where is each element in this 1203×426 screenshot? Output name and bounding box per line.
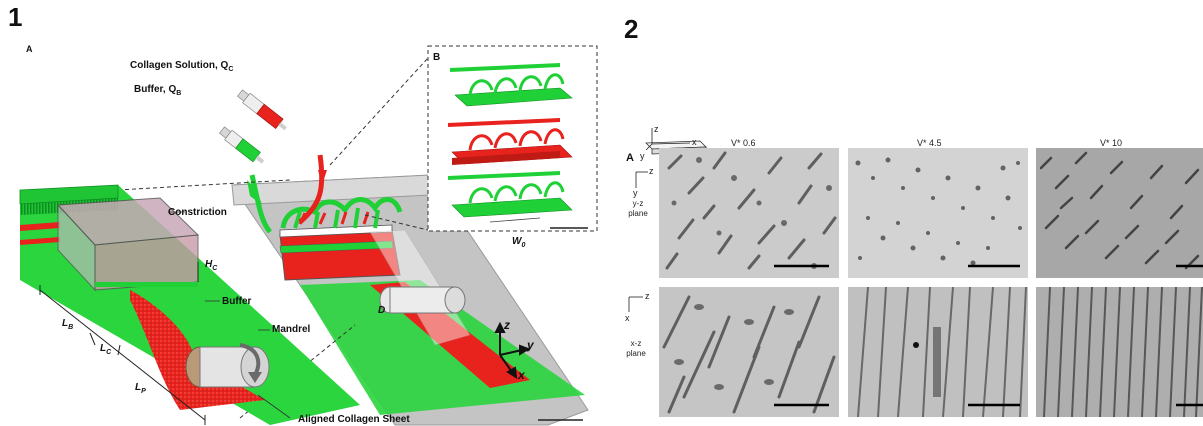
column-label-v06: V* 0.6: [731, 138, 756, 148]
buffer-label: Buffer: [222, 296, 252, 307]
zoom-line-top: [117, 179, 291, 191]
fig1-subpanel-a: A: [26, 44, 33, 54]
axis-x-label: x: [518, 368, 525, 382]
d-label: D: [378, 305, 386, 316]
hc-subscript: C: [212, 265, 218, 272]
row1-axis-y: y: [633, 188, 638, 198]
lb-subscript: B: [68, 324, 74, 331]
leader-lines: [168, 211, 291, 419]
lc-text: L: [100, 343, 107, 354]
lc-label: LC: [100, 343, 111, 356]
row1-axis-z: z: [649, 166, 654, 176]
lc-subscript: C: [106, 349, 112, 356]
constriction-label: Constriction: [168, 207, 227, 218]
micrograph-yz-v06: [659, 148, 839, 278]
row2-axis-x: x: [625, 313, 630, 323]
microfluidic-device-illustration: [19, 45, 598, 426]
syringes: [219, 89, 327, 234]
aligned-collagen-sheet-label: Aligned Collagen Sheet: [298, 414, 410, 425]
w0-text: W: [512, 236, 522, 247]
micrograph-xz-v06: [659, 287, 839, 417]
row2-axis-z: z: [645, 291, 650, 301]
lb-text: L: [62, 318, 69, 329]
column-label-v45: V* 4.5: [917, 138, 942, 148]
buffer-flow-subscript: B: [176, 90, 182, 97]
lp-text: L: [135, 382, 142, 393]
lp-subscript: P: [141, 388, 146, 395]
inset-b: [427, 45, 598, 232]
w0-label: W0: [512, 236, 525, 249]
micrograph-xz-v10: [1036, 287, 1203, 417]
panel-number-1: 1: [8, 2, 23, 32]
left-device: [19, 184, 360, 425]
fig1-subpanel-b: B: [433, 52, 441, 63]
panel-number-2: 2: [624, 14, 639, 44]
fig2-axis-y: y: [640, 151, 645, 161]
row2-plane-label: x-z plane: [619, 339, 653, 359]
hc-label: HC: [205, 259, 217, 272]
dimension-lines: [39, 262, 206, 425]
axes-3d: [494, 321, 531, 379]
collagen-solution-subscript: C: [228, 66, 234, 73]
row1-plane-line2: plane: [628, 209, 648, 218]
right-device: [231, 174, 589, 426]
collagen-solution-text: Collagen Solution, Q: [130, 60, 229, 71]
collagen-solution-label: Collagen Solution, QC: [130, 60, 233, 73]
buffer-flow-label: Buffer, QB: [134, 84, 181, 97]
fig2-axis-z: z: [654, 124, 659, 134]
mandrel-label: Mandrel: [272, 324, 311, 335]
lb-label: LB: [62, 318, 73, 331]
column-label-v10: V* 10: [1100, 138, 1123, 148]
row1-plane-label: y-z plane: [621, 199, 655, 219]
micrograph-yz-v10: [1036, 148, 1203, 278]
zoom-line-inset-1: [329, 57, 429, 166]
row1-plane-line1: y-z: [632, 199, 644, 208]
axis-y-label: y: [527, 338, 534, 352]
axis-z-label: z: [504, 318, 510, 332]
fig2-axis-x: x: [692, 137, 697, 147]
row2-plane-line1: x-z: [630, 339, 642, 348]
zoom-line-inset-2: [364, 214, 429, 231]
micrograph-xz-v45: [848, 287, 1028, 417]
hc-text: H: [205, 259, 213, 270]
buffer-flow-text: Buffer, Q: [134, 84, 177, 95]
micrograph-yz-v45: [848, 148, 1028, 278]
row2-plane-line2: plane: [626, 349, 646, 358]
w0-subscript: 0: [521, 242, 526, 249]
lp-label: LP: [135, 382, 146, 395]
fig2-subpanel-a: A: [626, 152, 634, 164]
